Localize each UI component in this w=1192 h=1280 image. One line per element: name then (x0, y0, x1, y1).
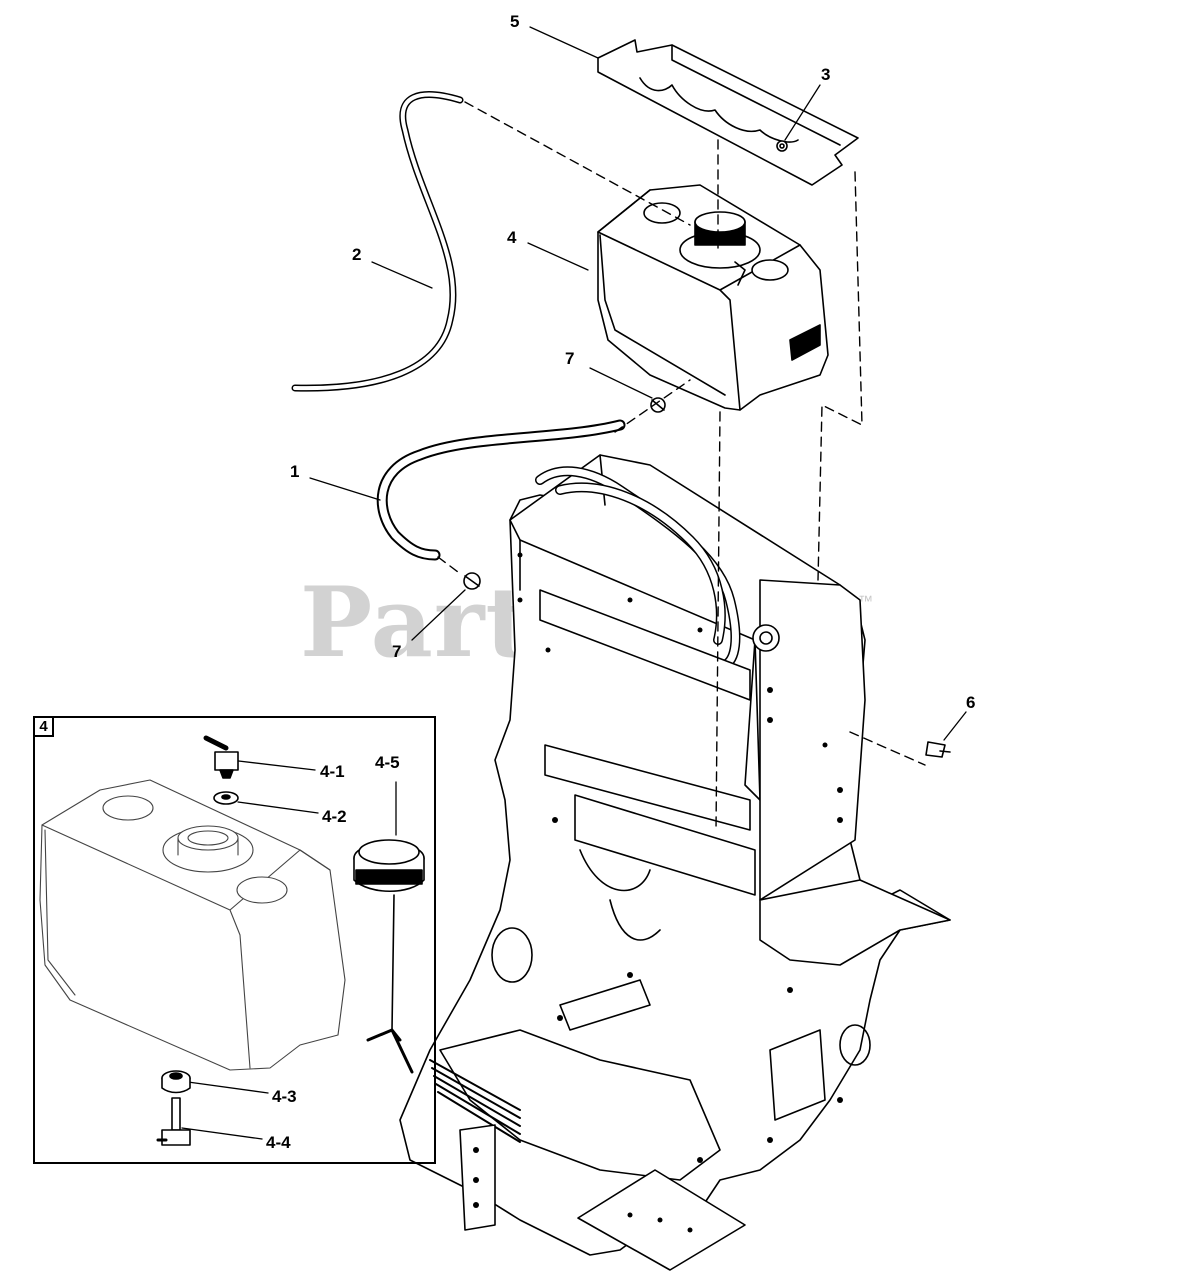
hose-clamp-upper (650, 397, 666, 413)
fuel-line-2 (291, 91, 464, 392)
callout-7-upper: 7 (565, 349, 575, 368)
callout-4: 4 (507, 228, 517, 247)
tank-bracket (597, 39, 859, 186)
callout-leaders (181, 26, 967, 1140)
hose-clamp-lower (463, 572, 481, 590)
inset-detail-frame (33, 716, 436, 1164)
callout-3: 3 (821, 65, 831, 84)
callout-6: 6 (966, 693, 976, 712)
inset-valve-4-4 (156, 1097, 191, 1146)
callout-7-lower: 7 (392, 642, 402, 661)
inset-tank (39, 779, 346, 1071)
inset-fitting-4-1 (203, 735, 239, 779)
fuel-line-1 (376, 419, 626, 561)
callout-4-4: 4-4 (266, 1133, 291, 1152)
assembly-lines (437, 101, 926, 831)
inset-grommet-4-2 (213, 791, 239, 805)
trademark-symbol: ™ (858, 593, 873, 610)
callout-4-5: 4-5 (375, 753, 400, 772)
callout-4-1: 4-1 (320, 762, 345, 781)
bolt-6 (925, 741, 951, 758)
fuel-tank (597, 184, 829, 411)
callout-5: 5 (510, 12, 520, 31)
inset-grommet-4-3 (161, 1070, 191, 1094)
inset-detail-tag: 4 (33, 716, 54, 737)
inset-cap-4-5 (353, 839, 425, 1074)
callout-1: 1 (290, 462, 300, 481)
callout-4-2: 4-2 (322, 807, 347, 826)
callout-2: 2 (352, 245, 362, 264)
callout-4-3: 4-3 (272, 1087, 297, 1106)
mower-frame (399, 454, 951, 1271)
